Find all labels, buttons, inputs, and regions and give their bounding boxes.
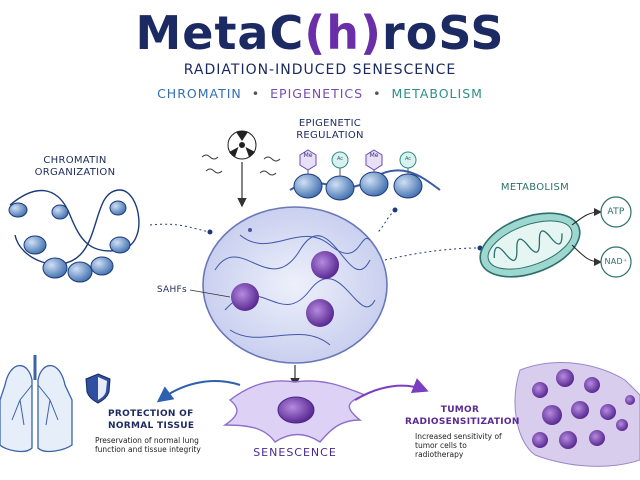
protection-arrow [156,379,241,403]
chromatin-fiber [8,189,140,283]
label-metabolism: METABOLISM [500,182,570,193]
topic-epigenetics: EPIGENETICS [270,86,364,101]
mark-me-2: Me [369,152,379,159]
nad-arrow [571,244,602,266]
mark-ac-2: Ac [404,156,412,162]
radiosensitization-arrow [354,378,429,401]
tumor-cells-icon [514,362,640,467]
label-atp: ATP [607,207,625,217]
nucleus-icon [202,206,388,364]
atp-arrow [571,208,602,226]
label-epigenetic-regulation: EPIGENETIC REGULATION [296,118,364,141]
mark-me-1: Me [303,152,313,159]
label-nad: NAD⁺ [604,257,628,266]
topic-metabolism: METABOLISM [391,86,483,101]
label-senescence: SENESCENCE [253,446,337,459]
label-sahfs: SAHFs [156,285,187,295]
separator-dot: • [373,86,382,101]
sahfs-leader [189,289,231,298]
label-tumor-radiosensitization: TUMOR RADIOSENSITIZATION [405,405,520,427]
topic-line: CHROMATIN • EPIGENETICS • METABOLISM [0,86,640,101]
separator-dot: • [251,86,261,101]
page-title: MetaC(h)roSS [0,6,640,60]
mitochondrion-icon [479,212,581,278]
nad-circle [600,246,632,278]
mark-ac-1: Ac [336,156,344,162]
lungs-icon [0,355,73,453]
label-chromatin-organization: CHROMATIN ORGANIZATION [34,155,116,178]
nucleosome-array [289,149,441,201]
shield-icon [85,373,111,404]
title-part-2: (h) [304,6,383,60]
atp-circle [600,196,632,228]
connector-epigenetic [377,209,396,233]
text-protection: Preservation of normal lung function and… [95,436,201,454]
connector-chromatin [149,223,211,233]
title-part-1: MetaC [135,6,305,60]
subtitle: RADIATION-INDUCED SENESCENCE [183,62,457,78]
text-tumor: Increased sensitivity of tumor cells to … [415,432,502,459]
radiation-icon [201,130,281,176]
title-part-3: roSS [382,6,505,60]
topic-chromatin: CHROMATIN [157,86,242,101]
connector-metabolism [384,247,481,261]
senescent-cell-icon [222,380,367,443]
label-protection: PROTECTION OF NORMAL TISSUE [108,409,195,431]
